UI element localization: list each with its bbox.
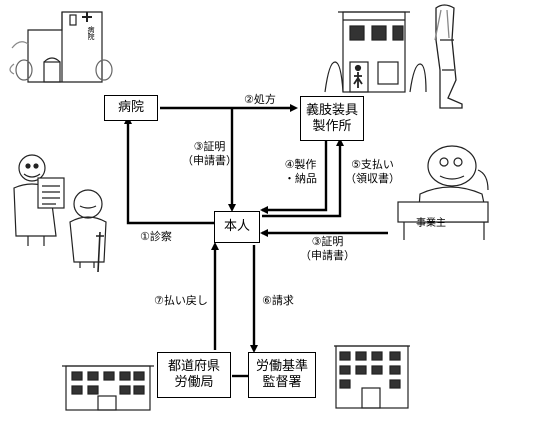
claim-label: ⑥請求 xyxy=(262,294,294,307)
payment-arrowhead xyxy=(336,138,344,146)
cert-employer-line1: ③証明 xyxy=(311,235,344,248)
hospital-building-sign: 病院 xyxy=(87,26,95,40)
prescription-label: ②処方 xyxy=(244,93,276,106)
cert-hospital-line2: （申請書） xyxy=(182,154,237,168)
person-box: 本人 xyxy=(214,211,260,243)
doctor-patient-illustration xyxy=(13,154,107,273)
hospital-label: 病院 xyxy=(117,100,144,116)
employer-label: 事業主 xyxy=(416,218,446,229)
manufacture-line1: ④製作 xyxy=(284,158,317,171)
prosthetic-leg-illustration xyxy=(434,4,463,109)
prosthetics-label-line1: 義肢装具 xyxy=(305,102,358,118)
employer-illustration xyxy=(397,145,489,240)
cert-hospital-line1: ③証明 xyxy=(193,140,226,153)
workshop-building-illustration xyxy=(324,11,427,93)
hospital-building-illustration xyxy=(9,11,113,83)
arrowheads xyxy=(124,104,344,353)
cert-hospital-arrowhead xyxy=(228,204,236,212)
employer-box: 事業主 xyxy=(390,205,472,243)
labor-office-building-illustration xyxy=(334,345,410,409)
refund-arrowhead xyxy=(211,242,219,250)
cert-employer-label: ③証明 （申請書） xyxy=(300,235,355,264)
cert-employer-arrowhead xyxy=(260,229,268,237)
labor-office-label-line1: 労働基準 xyxy=(255,359,308,375)
person-label: 本人 xyxy=(223,219,250,235)
claim-arrowhead xyxy=(250,345,258,353)
prosthetics-workshop-box: 義肢装具 製作所 xyxy=(300,96,364,141)
prefecture-label-line2: 労働局 xyxy=(174,375,214,390)
prefecture-box: 都道府県 労働局 xyxy=(157,352,231,398)
manufacture-label: ④製作 ・納品 xyxy=(284,158,317,187)
payment-line2: （領収書） xyxy=(345,172,400,186)
consultation-label: ①診察 xyxy=(140,230,172,243)
labor-office-label-line2: 監督署 xyxy=(262,375,302,390)
prefecture-label-line1: 都道府県 xyxy=(167,359,220,375)
cert-employer-line2: （申請書） xyxy=(300,249,355,263)
hospital-box: 病院 xyxy=(104,95,158,121)
prescription-arrowhead xyxy=(290,104,298,112)
cert-hospital-label: ③証明 （申請書） xyxy=(182,140,237,169)
labor-office-box: 労働基準 監督署 xyxy=(248,352,316,398)
payment-label: ⑤支払い （領収書） xyxy=(345,158,400,187)
connector-lines xyxy=(126,106,388,378)
manufacture-arrowhead xyxy=(260,206,268,214)
prosthetics-label-line2: 製作所 xyxy=(312,118,352,134)
refund-label: ⑦払い戻し xyxy=(154,294,208,307)
labor-bureau-building-illustration xyxy=(62,365,154,411)
manufacture-line2: ・納品 xyxy=(284,172,317,186)
payment-line1: ⑤支払い xyxy=(351,158,394,171)
